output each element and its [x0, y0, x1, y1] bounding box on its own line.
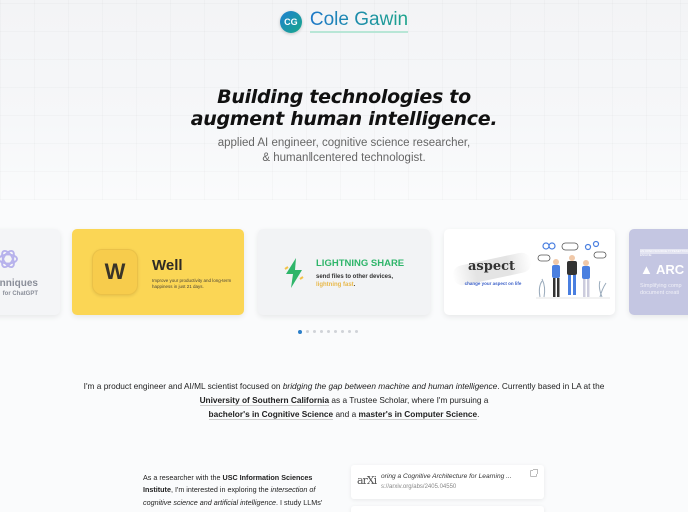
card-description: change your aspect on life: [464, 281, 522, 286]
about-text: .: [477, 408, 480, 419]
carousel-dot-9[interactable]: [355, 330, 358, 333]
card-tag: AN OPEN SOURCE TYPESETTING ENGINE: [640, 249, 688, 257]
paper-link-card-2[interactable]: [351, 506, 544, 512]
brand-name-link[interactable]: Cole Gawin: [309, 10, 409, 33]
paper-link-card[interactable]: arXi oring a Cognitive Architecture for …: [351, 465, 544, 499]
description-line-1: Simplifying comp: [640, 283, 682, 289]
about-text: and a: [333, 408, 359, 419]
card-title: Well: [152, 257, 183, 274]
lightning-bolt-icon: [284, 258, 304, 288]
card-title: LIGHTNING SHARE: [316, 258, 405, 269]
carousel-dot-2[interactable]: [306, 330, 309, 333]
masters-link[interactable]: master's in Computer Science: [358, 408, 478, 420]
project-card-chatgpt[interactable]: nniques for ChatGPT: [0, 229, 60, 315]
carousel-dot-6[interactable]: [334, 330, 337, 333]
openai-icon: [0, 249, 18, 269]
about-text: . Currently based in LA at the: [497, 381, 605, 391]
logo-icon[interactable]: CG: [279, 10, 302, 33]
about-text: I'm a product engineer and AI/ML scienti…: [83, 381, 283, 391]
about-emphasis: bridging the gap between machine and hum…: [282, 381, 498, 391]
description-highlight: lightning fast: [316, 282, 354, 288]
people-chatting-illustration: [536, 240, 610, 299]
well-app-icon: W: [92, 249, 138, 295]
research-emphasis: intersection of cognitive science and ar…: [143, 485, 316, 507]
hero-section: Building technologies to augment human i…: [0, 86, 688, 166]
hero-headline: Building technologies to augment human i…: [0, 86, 688, 130]
external-link-icon: [530, 469, 538, 477]
site-header: CG Cole Gawin: [0, 10, 688, 33]
subtitle-line-2: & human‖centered technologist.: [262, 152, 426, 164]
card-title: ARC: [656, 262, 685, 277]
about-paragraph: I'm a product engineer and AI/ML scienti…: [0, 380, 688, 421]
card-title: nniques: [0, 278, 38, 289]
carousel-dot-8[interactable]: [348, 330, 351, 333]
carousel-dot-1[interactable]: [298, 329, 302, 334]
carousel-dot-5[interactable]: [327, 330, 330, 333]
research-text: As a researcher with the: [143, 473, 223, 482]
project-card-arc[interactable]: AN OPEN SOURCE TYPESETTING ENGINE ▲ ARC …: [629, 229, 688, 315]
project-carousel[interactable]: nniques for ChatGPT W Well Improve your …: [0, 229, 688, 317]
paper-url: s://arxiv.org/abs/2405.04550: [381, 484, 457, 490]
description-text: send files to other devices,: [316, 274, 394, 280]
carousel-pagination: [0, 329, 688, 334]
arxiv-logo-icon: arXi: [357, 474, 377, 487]
bachelors-link[interactable]: bachelor's in Cognitive Science: [208, 408, 334, 420]
headline-line-1: Building technologies to: [217, 86, 471, 108]
card-description: Improve your productivity and long-term …: [152, 278, 232, 289]
description-end: .: [353, 282, 356, 288]
paper-title: oring a Cognitive Architecture for Learn…: [381, 473, 512, 480]
subtitle-line-1: applied AI engineer, cognitive science r…: [217, 137, 471, 149]
hero-subtitle: applied AI engineer, cognitive science r…: [0, 136, 688, 166]
research-text: , I'm interested in exploring the: [170, 485, 271, 495]
usc-link[interactable]: University of Southern California: [199, 394, 330, 406]
research-text: . I study LLMs': [276, 497, 323, 507]
project-card-aspect[interactable]: aspect change your aspect on life: [444, 229, 615, 315]
project-card-lightning-share[interactable]: LIGHTNING SHARE send files to other devi…: [258, 229, 430, 315]
isi-link[interactable]: USC Information Sciences Institute: [143, 473, 313, 495]
carousel-dot-3[interactable]: [313, 330, 316, 333]
circuit-background: [0, 0, 688, 200]
about-text: as a Trustee Scholar, where I'm pursuing…: [329, 394, 489, 405]
headline-line-2: augment human intelligence.: [190, 108, 498, 130]
card-title: aspect: [468, 259, 516, 274]
carousel-dot-4[interactable]: [320, 330, 323, 333]
card-subtitle: for ChatGPT: [2, 291, 38, 297]
well-icon-letter: W: [104, 259, 126, 284]
arc-triangle-icon: ▲: [640, 262, 656, 277]
description-line-2: document creati: [640, 290, 680, 296]
arc-logo: ▲ ARC: [640, 262, 684, 277]
carousel-dot-7[interactable]: [341, 330, 344, 333]
card-description: Simplifying comp document creati: [640, 283, 682, 297]
research-paragraph: As a researcher with the USC Information…: [143, 472, 333, 509]
card-description: send files to other devices, lightning f…: [316, 273, 393, 289]
project-card-well[interactable]: W Well Improve your productivity and lon…: [72, 229, 244, 315]
